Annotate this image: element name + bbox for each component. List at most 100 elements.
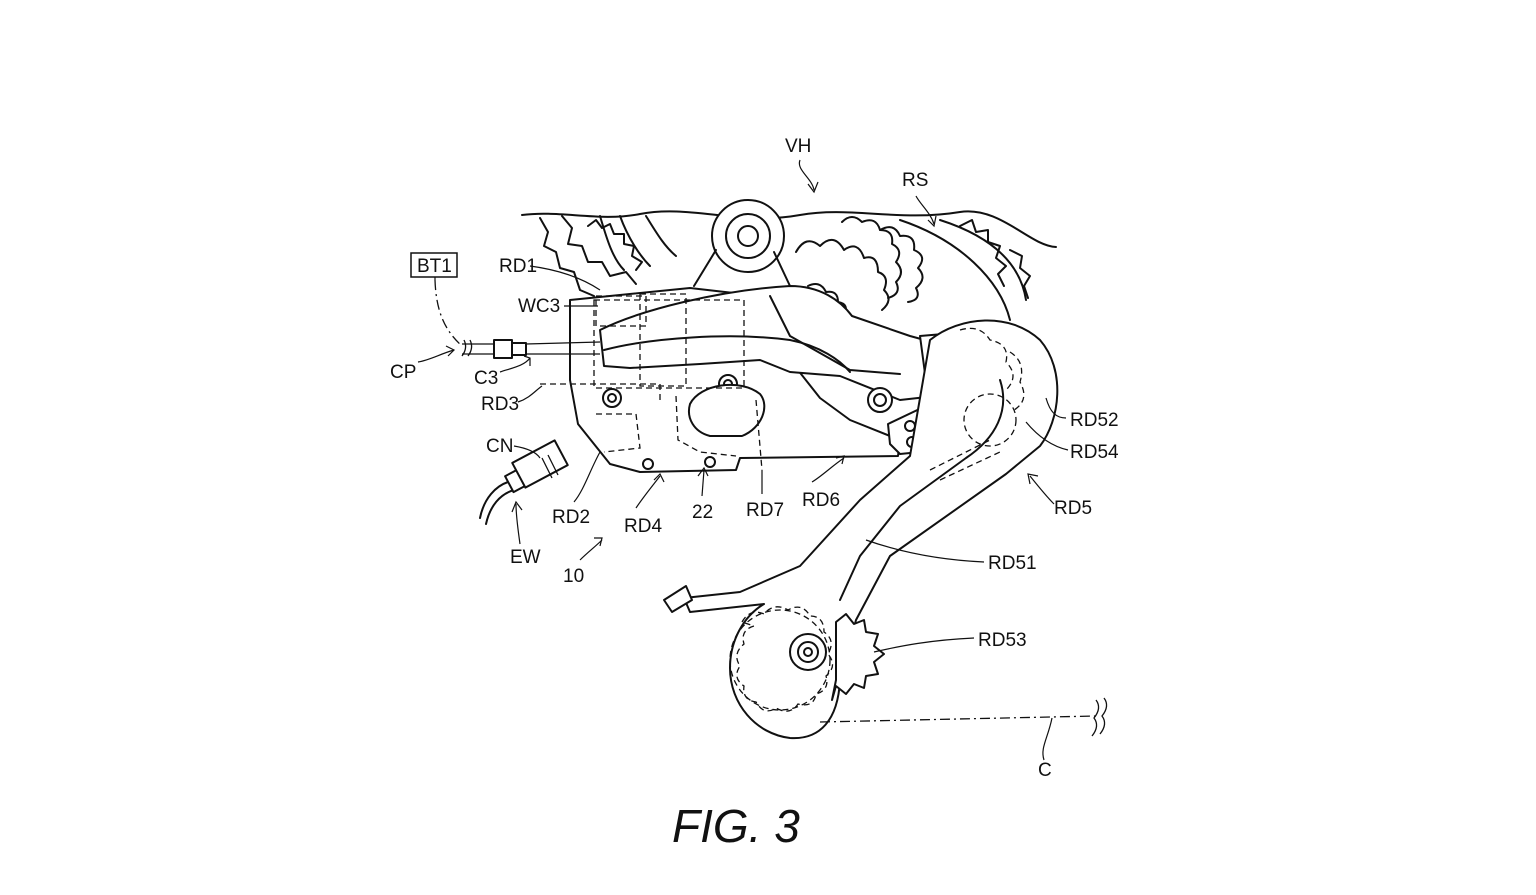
tension-pulley-bolt-inner	[803, 647, 813, 657]
connector-c3-nut	[493, 339, 513, 359]
figure-title: FIG. 3	[672, 800, 800, 852]
chain-line	[819, 715, 1097, 723]
label-rd54: RD54	[1070, 442, 1119, 463]
leader-rd3	[517, 385, 543, 403]
rd2-dash	[596, 413, 641, 453]
rd7-dash	[755, 399, 763, 471]
knuckle-bolt-1	[904, 420, 916, 432]
label-rd3: RD3	[481, 394, 519, 415]
leader-rd5-arrow	[1027, 473, 1039, 485]
pivot-shaft-1-inner	[873, 393, 887, 407]
link-member-crease	[603, 335, 851, 373]
cage-inner-dash	[929, 439, 1001, 481]
wire-ew	[485, 489, 515, 525]
frame-break-line	[521, 210, 1057, 248]
sprocket-small	[539, 217, 595, 297]
label-bt1: BT1	[417, 256, 452, 277]
label-cn: CN	[486, 436, 513, 457]
label-cp: CP	[390, 362, 416, 383]
link-member-edge	[769, 295, 901, 375]
leader-rd53	[873, 637, 975, 653]
leader-rd4	[635, 475, 661, 509]
electric-wire-ew	[479, 439, 569, 525]
leader-rd4-arrow	[653, 472, 665, 483]
rd4-dash	[675, 395, 737, 457]
sprocket-outer-teeth	[959, 219, 1007, 287]
label-rd52: RD52	[1070, 410, 1119, 431]
sprocket-teeth-right-1	[795, 239, 890, 311]
leader-22	[701, 469, 705, 497]
leader-lines	[417, 159, 1069, 761]
wc3-outline	[595, 295, 647, 327]
label-vh: VH	[785, 136, 811, 157]
label-rd53: RD53	[978, 630, 1027, 651]
sprocket-left-arc	[599, 215, 677, 271]
connector-c3-plug	[525, 341, 601, 355]
hub-axle	[737, 225, 759, 247]
leader-ew-arrow	[511, 500, 523, 513]
leader-rs	[915, 195, 935, 225]
label-c3: C3	[474, 368, 498, 389]
label-bt1-box	[410, 252, 458, 278]
hanger-arm-left	[693, 249, 717, 287]
label-rd4: RD4	[624, 516, 662, 537]
body-bolt-left-inner	[607, 393, 617, 403]
connector-cn-ribs	[541, 454, 559, 479]
sprocket-teeth-right-3	[879, 226, 924, 303]
label-rd1: RD1	[499, 256, 537, 277]
leader-rd1	[529, 265, 601, 291]
sprocket-far-right	[1009, 249, 1031, 299]
cover-screw-2	[704, 456, 716, 468]
sprocket-outer-arc-2	[939, 219, 1027, 301]
component-outline-1	[593, 299, 745, 389]
label-rd2: RD2	[552, 507, 590, 528]
cage-tab	[663, 585, 693, 613]
leader-rd2	[573, 451, 601, 503]
tension-pulley-visible	[831, 613, 885, 701]
rd7-boss	[688, 383, 766, 437]
label-rd7: RD7	[746, 500, 784, 521]
leader-ew	[515, 503, 521, 545]
guide-pulley-hidden	[963, 393, 1017, 447]
label-rd5: RD5	[1054, 498, 1092, 519]
leader-vh-arrow	[807, 181, 819, 194]
label-rs: RS	[902, 170, 928, 191]
link-member-upper	[599, 285, 937, 401]
label-10: 10	[563, 566, 584, 587]
sprocket-mid	[561, 215, 637, 285]
guide-pulley-teeth	[959, 327, 1025, 411]
cassette-sprockets	[521, 199, 1057, 321]
label-22: 22	[692, 502, 713, 523]
tension-pulley-hidden	[729, 609, 831, 711]
label-ew: EW	[510, 547, 541, 568]
leader-cp-arrow	[445, 345, 456, 357]
reference-labels: VH RS BT1 RD1 WC3 CP C3 RD3 CN RD2 RD4 2…	[390, 136, 1119, 781]
chain-guide-rd5	[663, 319, 1108, 740]
label-rd6: RD6	[802, 490, 840, 511]
label-wc3: WC3	[518, 296, 560, 317]
component-outline-2	[639, 293, 687, 387]
sprocket-teeth-right-2	[841, 216, 902, 299]
hanger-arm-right	[773, 251, 791, 287]
tension-pulley-teeth	[736, 606, 834, 712]
leader-10	[579, 539, 603, 561]
leader-cn	[513, 445, 541, 459]
leader-rd6-arrow	[835, 455, 845, 465]
rd3-dash	[540, 383, 661, 400]
leader-c3-arrow	[523, 355, 531, 366]
leader-rd51	[865, 539, 985, 563]
leader-c	[1042, 717, 1053, 761]
cable-cp	[434, 279, 601, 359]
bt1-dashed-link	[434, 279, 463, 347]
wire-ew-2	[479, 481, 509, 519]
connector-c3-sleeve	[511, 342, 527, 356]
leader-rd54	[1025, 421, 1069, 451]
sprocket-inner-teeth	[807, 283, 847, 317]
leader-cp	[417, 349, 455, 363]
leader-rd52	[1045, 397, 1067, 419]
leader-rd5	[1029, 475, 1055, 505]
leader-rd6	[811, 457, 845, 483]
sprocket-outer-arc-1	[899, 219, 1011, 321]
leader-22-arrow	[697, 466, 709, 477]
